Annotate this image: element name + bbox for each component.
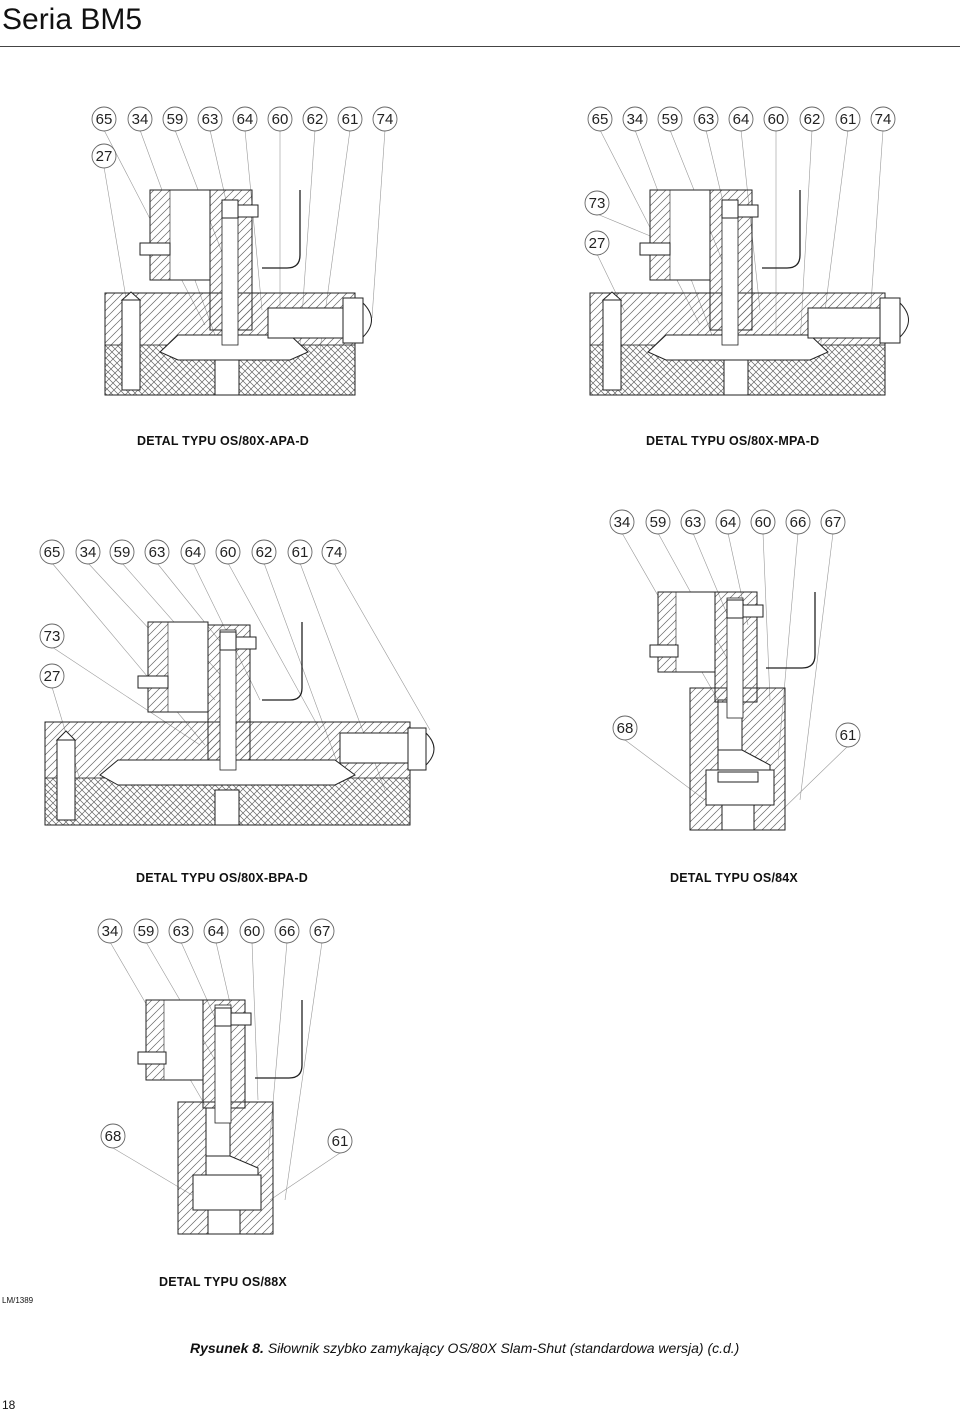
balloon: 66 (790, 514, 807, 531)
detail-caption-84x: DETAL TYPU OS/84X (670, 871, 798, 885)
detail-caption-apa: DETAL TYPU OS/80X-APA-D (137, 434, 309, 448)
detail-caption-bpa: DETAL TYPU OS/80X-BPA-D (136, 871, 308, 885)
balloon: 62 (256, 544, 273, 561)
balloon: 61 (840, 727, 857, 744)
balloon: 64 (733, 111, 750, 128)
balloon: 61 (292, 544, 309, 561)
balloon: 65 (592, 111, 609, 128)
balloon: 74 (326, 544, 343, 561)
balloon: 68 (617, 720, 634, 737)
balloon: 59 (114, 544, 131, 561)
detail-caption-mpa: DETAL TYPU OS/80X-MPA-D (646, 434, 820, 448)
balloon: 63 (173, 923, 190, 940)
detail-apa-drawing (103, 129, 386, 396)
balloon: 59 (650, 514, 667, 531)
balloon: 60 (768, 111, 785, 128)
balloon: 64 (720, 514, 737, 531)
balloon: 34 (132, 111, 149, 128)
balloon: 65 (44, 544, 61, 561)
balloon: 34 (80, 544, 97, 561)
figure-label: Rysunek 8. (190, 1340, 264, 1356)
detail-caption-88x: DETAL TYPU OS/88X (159, 1275, 287, 1289)
balloon: 74 (377, 111, 394, 128)
balloon: 64 (237, 111, 254, 128)
figure-text: Siłownik szybko zamykający OS/80X Slam-S… (267, 1340, 740, 1356)
balloon: 34 (614, 514, 631, 531)
detail-mpa-drawing (589, 129, 909, 396)
balloon: 67 (314, 923, 331, 940)
balloon: 60 (220, 544, 237, 561)
detail-84x-balloons: 34 59 63 64 60 66 67 68 61 (609, 509, 861, 748)
balloon: 62 (804, 111, 821, 128)
balloon: 60 (755, 514, 772, 531)
balloon: 63 (698, 111, 715, 128)
balloon: 61 (840, 111, 857, 128)
balloon: 67 (825, 514, 842, 531)
balloon: 73 (44, 628, 61, 645)
detail-88x-balloons: 34 59 63 64 60 66 67 68 61 (97, 918, 353, 1154)
page-title: Seria BM5 (2, 3, 143, 36)
balloon: 62 (307, 111, 324, 128)
detail-bpa-drawing (44, 562, 435, 826)
balloon: 60 (272, 111, 289, 128)
detail-84x-drawing (621, 532, 849, 831)
balloon: 66 (279, 923, 296, 940)
figure-caption: Rysunek 8. Siłownik szybko zamykający OS… (190, 1340, 739, 1356)
title-divider (0, 46, 960, 47)
balloon: 63 (685, 514, 702, 531)
balloon: 59 (138, 923, 155, 940)
drawing-code: LM/1389 (2, 1296, 34, 1305)
balloon: 64 (185, 544, 202, 561)
balloon: 61 (342, 111, 359, 128)
balloon: 74 (875, 111, 892, 128)
balloon: 59 (662, 111, 679, 128)
balloon: 27 (589, 235, 606, 252)
balloon: 34 (627, 111, 644, 128)
balloon: 34 (102, 923, 119, 940)
balloon: 27 (44, 668, 61, 685)
balloon: 68 (105, 1128, 122, 1145)
balloon: 59 (167, 111, 184, 128)
page-number: 18 (2, 1398, 16, 1412)
detail-mpa-balloons: 65 34 59 63 64 60 62 61 74 73 27 (584, 106, 896, 256)
balloon: 27 (96, 148, 113, 165)
balloon: 63 (202, 111, 219, 128)
balloon: 65 (96, 111, 113, 128)
balloon: 60 (244, 923, 261, 940)
balloon: 73 (589, 195, 606, 212)
detail-bpa-balloons: 65 34 59 63 64 60 62 61 74 73 27 (39, 539, 347, 689)
detail-88x-drawing (109, 941, 341, 1235)
balloon: 63 (149, 544, 166, 561)
balloon: 61 (332, 1133, 349, 1150)
detail-apa-balloons: 65 34 59 63 64 60 62 61 74 27 (91, 106, 398, 169)
balloon: 64 (208, 923, 225, 940)
